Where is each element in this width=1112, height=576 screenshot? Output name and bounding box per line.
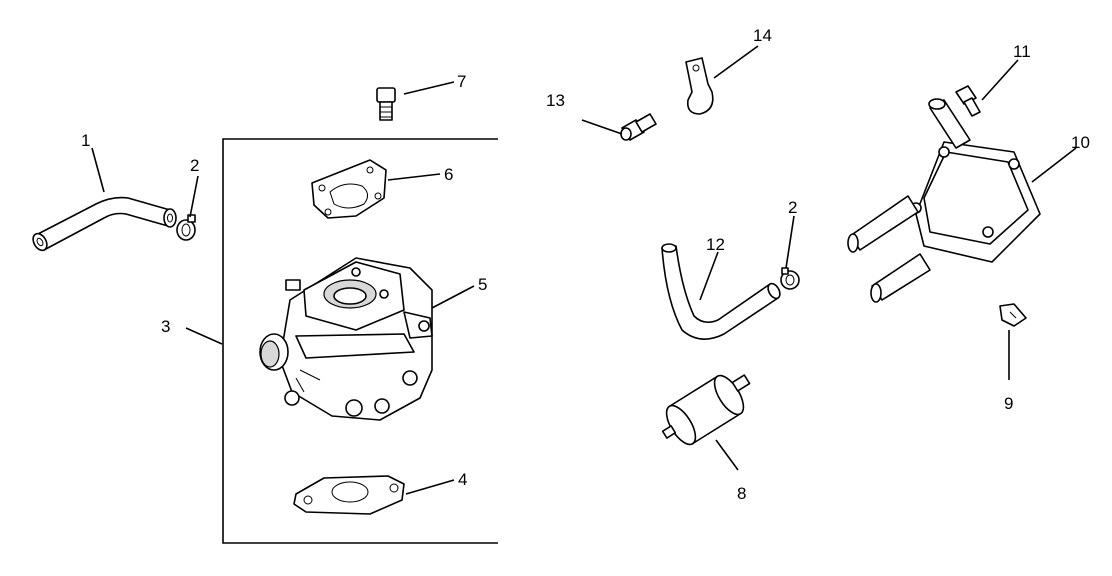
part-small-fitting: [999, 303, 1027, 327]
callout-11: 11: [1013, 42, 1031, 61]
callout-14: 14: [753, 26, 772, 45]
callout-13: 13: [546, 91, 565, 110]
callout-8: 8: [737, 484, 746, 503]
part-carburetor-gasket: [311, 159, 387, 219]
part-bolt-pump: [955, 85, 981, 117]
callout-2-right: 2: [788, 198, 797, 217]
callout-2-left: 2: [190, 156, 199, 175]
callout-10: 10: [1071, 133, 1090, 152]
callout-6: 6: [444, 165, 453, 184]
assembly-bracket: [222, 138, 498, 544]
callout-9: 9: [1004, 394, 1013, 413]
part-hose-clip: [685, 57, 714, 115]
part-fuel-filter: [661, 374, 751, 446]
callout-3: 3: [161, 317, 170, 336]
part-carburetor: [259, 257, 433, 421]
callout-5: 5: [478, 275, 487, 294]
callout-labels: 1 2 3 4 5 6 7 8 9 10 11 12 13 14 2: [81, 26, 1090, 503]
part-hose-clamp-right: [780, 267, 800, 290]
part-fuel-hose: [32, 196, 177, 252]
callout-4: 4: [458, 470, 467, 489]
part-fuel-hose-curved: [661, 243, 781, 340]
part-bolt-carburetor: [376, 87, 396, 121]
callout-12: 12: [706, 235, 725, 254]
leader-lines: [91, 45, 1077, 495]
part-small-bolt: [620, 113, 657, 141]
callout-1: 1: [81, 131, 90, 150]
part-fuel-pump: [847, 98, 1041, 303]
part-base-gasket: [293, 475, 405, 515]
callout-7: 7: [457, 72, 466, 91]
part-hose-clamp-left: [176, 214, 196, 241]
